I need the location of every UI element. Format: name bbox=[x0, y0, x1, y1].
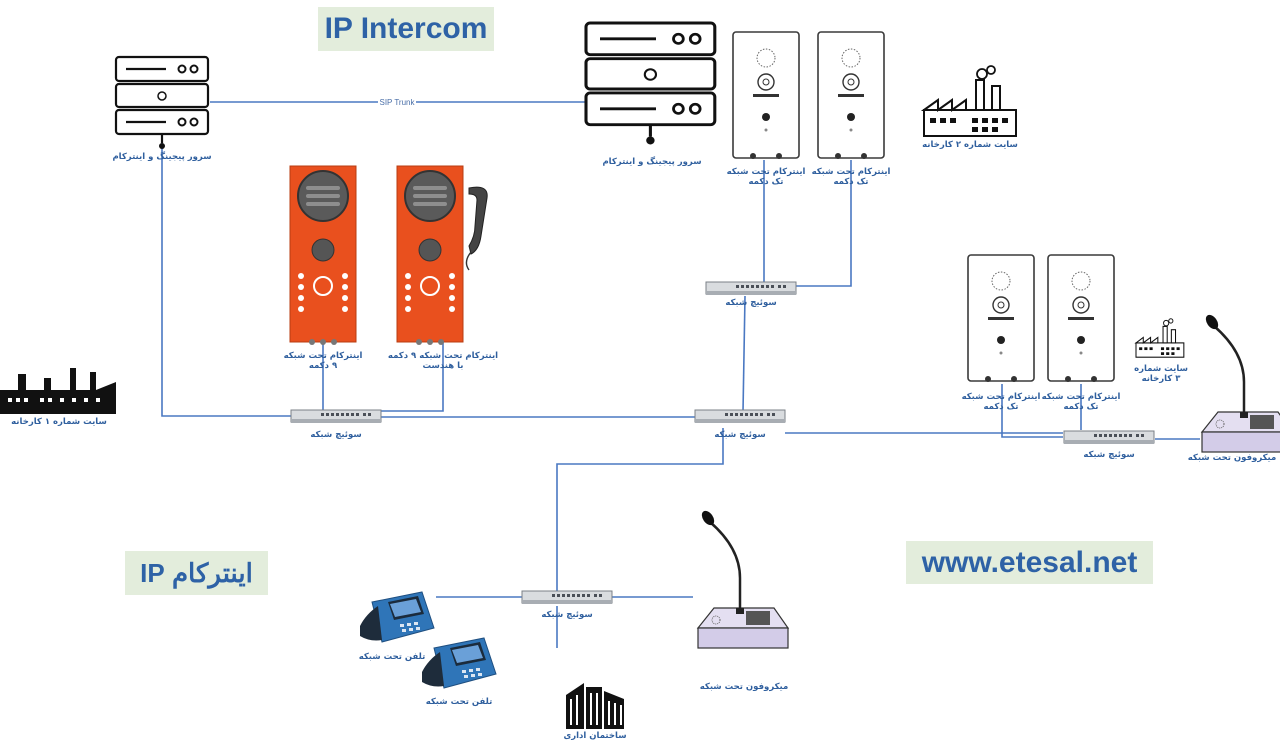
phone-b-caption: تلفن تحت شبکه bbox=[425, 697, 493, 707]
intercom-9-button-icon bbox=[289, 165, 357, 345]
mic-bottom-icon bbox=[696, 507, 790, 650]
intercom-1-button-c-icon bbox=[967, 254, 1035, 383]
intercom-1-button-a-icon bbox=[732, 31, 800, 160]
link-center-to-top-switch bbox=[742, 295, 746, 413]
switch-right-icon bbox=[1063, 430, 1155, 445]
switch-bottom-icon bbox=[521, 590, 613, 605]
intercom-1btn-b-caption-l2: تک دکمه bbox=[833, 177, 869, 187]
ip-intercom-banner: IP Intercom bbox=[318, 7, 494, 51]
server-top-icon bbox=[584, 21, 717, 146]
switch-left-icon bbox=[290, 409, 382, 424]
sip-trunk-label: SIP Trunk bbox=[380, 98, 416, 107]
factory-site1-icon bbox=[0, 368, 116, 414]
site1-caption: سایت شماره ۱ کارخانه bbox=[11, 417, 107, 427]
server-top-caption: سرور پیجینگ و اینترکام bbox=[602, 157, 702, 167]
site3-caption-l2: ۳ کارخانه bbox=[1141, 374, 1181, 384]
site2-caption: سایت شماره ۲ کارخانه bbox=[922, 140, 1018, 150]
intercom-1btn-c-caption-l1: اینترکام تحت شبکه bbox=[961, 392, 1041, 402]
intercom-9btn-handset-caption-l1: اینترکام تحت شبکه ۹ دکمه bbox=[387, 351, 499, 361]
link-intercom9b-to-switch-left bbox=[380, 342, 444, 412]
intercom-9btn-handset-caption-l2: با هندست bbox=[422, 361, 464, 371]
factory-site3-icon bbox=[1135, 318, 1185, 358]
intercom-9btn-caption-l2: ۹ دکمه bbox=[308, 361, 338, 371]
intercom-1btn-c-caption-l2: تک دکمه bbox=[983, 402, 1019, 412]
network-links bbox=[161, 101, 1200, 648]
intercom-1-button-b-icon bbox=[817, 31, 885, 160]
website-banner: www.etesal.net bbox=[906, 541, 1153, 584]
mic-bottom-caption: میکروفون تحت شبکه bbox=[699, 682, 789, 692]
mic-right-caption: میکروفون تحت شبکه bbox=[1187, 453, 1277, 463]
intercom-ip-fa-banner: اینترکام IP bbox=[125, 551, 268, 595]
factory-site2-icon bbox=[923, 65, 1017, 137]
switch-center-icon bbox=[694, 409, 786, 424]
switch-top-icon bbox=[705, 281, 797, 296]
phone-a-caption: تلفن تحت شبکه bbox=[358, 652, 426, 662]
link-intercom1c-to-right-switch bbox=[1001, 384, 1063, 438]
intercom-1btn-a-caption-l2: تک دکمه bbox=[748, 177, 784, 187]
phone-b-icon bbox=[421, 637, 497, 689]
switch-bottom-caption: سوئیچ شبکه bbox=[541, 610, 593, 620]
office-building-icon bbox=[566, 683, 624, 729]
link-center-to-bottom-switch bbox=[556, 428, 724, 594]
switch-left-caption: سوئیچ شبکه bbox=[310, 430, 362, 440]
phone-a-icon bbox=[359, 591, 435, 643]
intercom-1btn-d-caption-l2: تک دکمه bbox=[1063, 402, 1099, 412]
server-left-icon bbox=[114, 55, 210, 151]
intercom-9btn-caption-l1: اینترکام تحت شبکه bbox=[283, 351, 363, 361]
intercom-1-button-d-icon bbox=[1047, 254, 1115, 383]
server-left-caption: سرور پیجینگ و اینترکام bbox=[112, 152, 212, 162]
link-server-left-to-switch-left bbox=[161, 137, 292, 417]
switch-right-caption: سوئیچ شبکه bbox=[1083, 450, 1135, 460]
intercom-1btn-a-caption-l1: اینترکام تحت شبکه bbox=[726, 167, 806, 177]
intercom-1btn-b-caption-l1: اینترکام تحت شبکه bbox=[811, 167, 891, 177]
mic-right-icon bbox=[1200, 311, 1280, 454]
intercom-1btn-d-caption-l1: اینترکام تحت شبکه bbox=[1041, 392, 1121, 402]
office-caption: ساختمان اداری bbox=[563, 731, 627, 741]
switch-center-caption: سوئیچ شبکه bbox=[714, 430, 766, 440]
link-intercom1b-to-top-switch bbox=[796, 160, 852, 287]
handset-icon bbox=[468, 186, 488, 255]
intercom-9-button-handset-icon bbox=[396, 165, 488, 345]
switch-top-caption: سوئیچ شبکه bbox=[725, 298, 777, 308]
site3-caption-l1: سایت شماره bbox=[1134, 364, 1188, 374]
